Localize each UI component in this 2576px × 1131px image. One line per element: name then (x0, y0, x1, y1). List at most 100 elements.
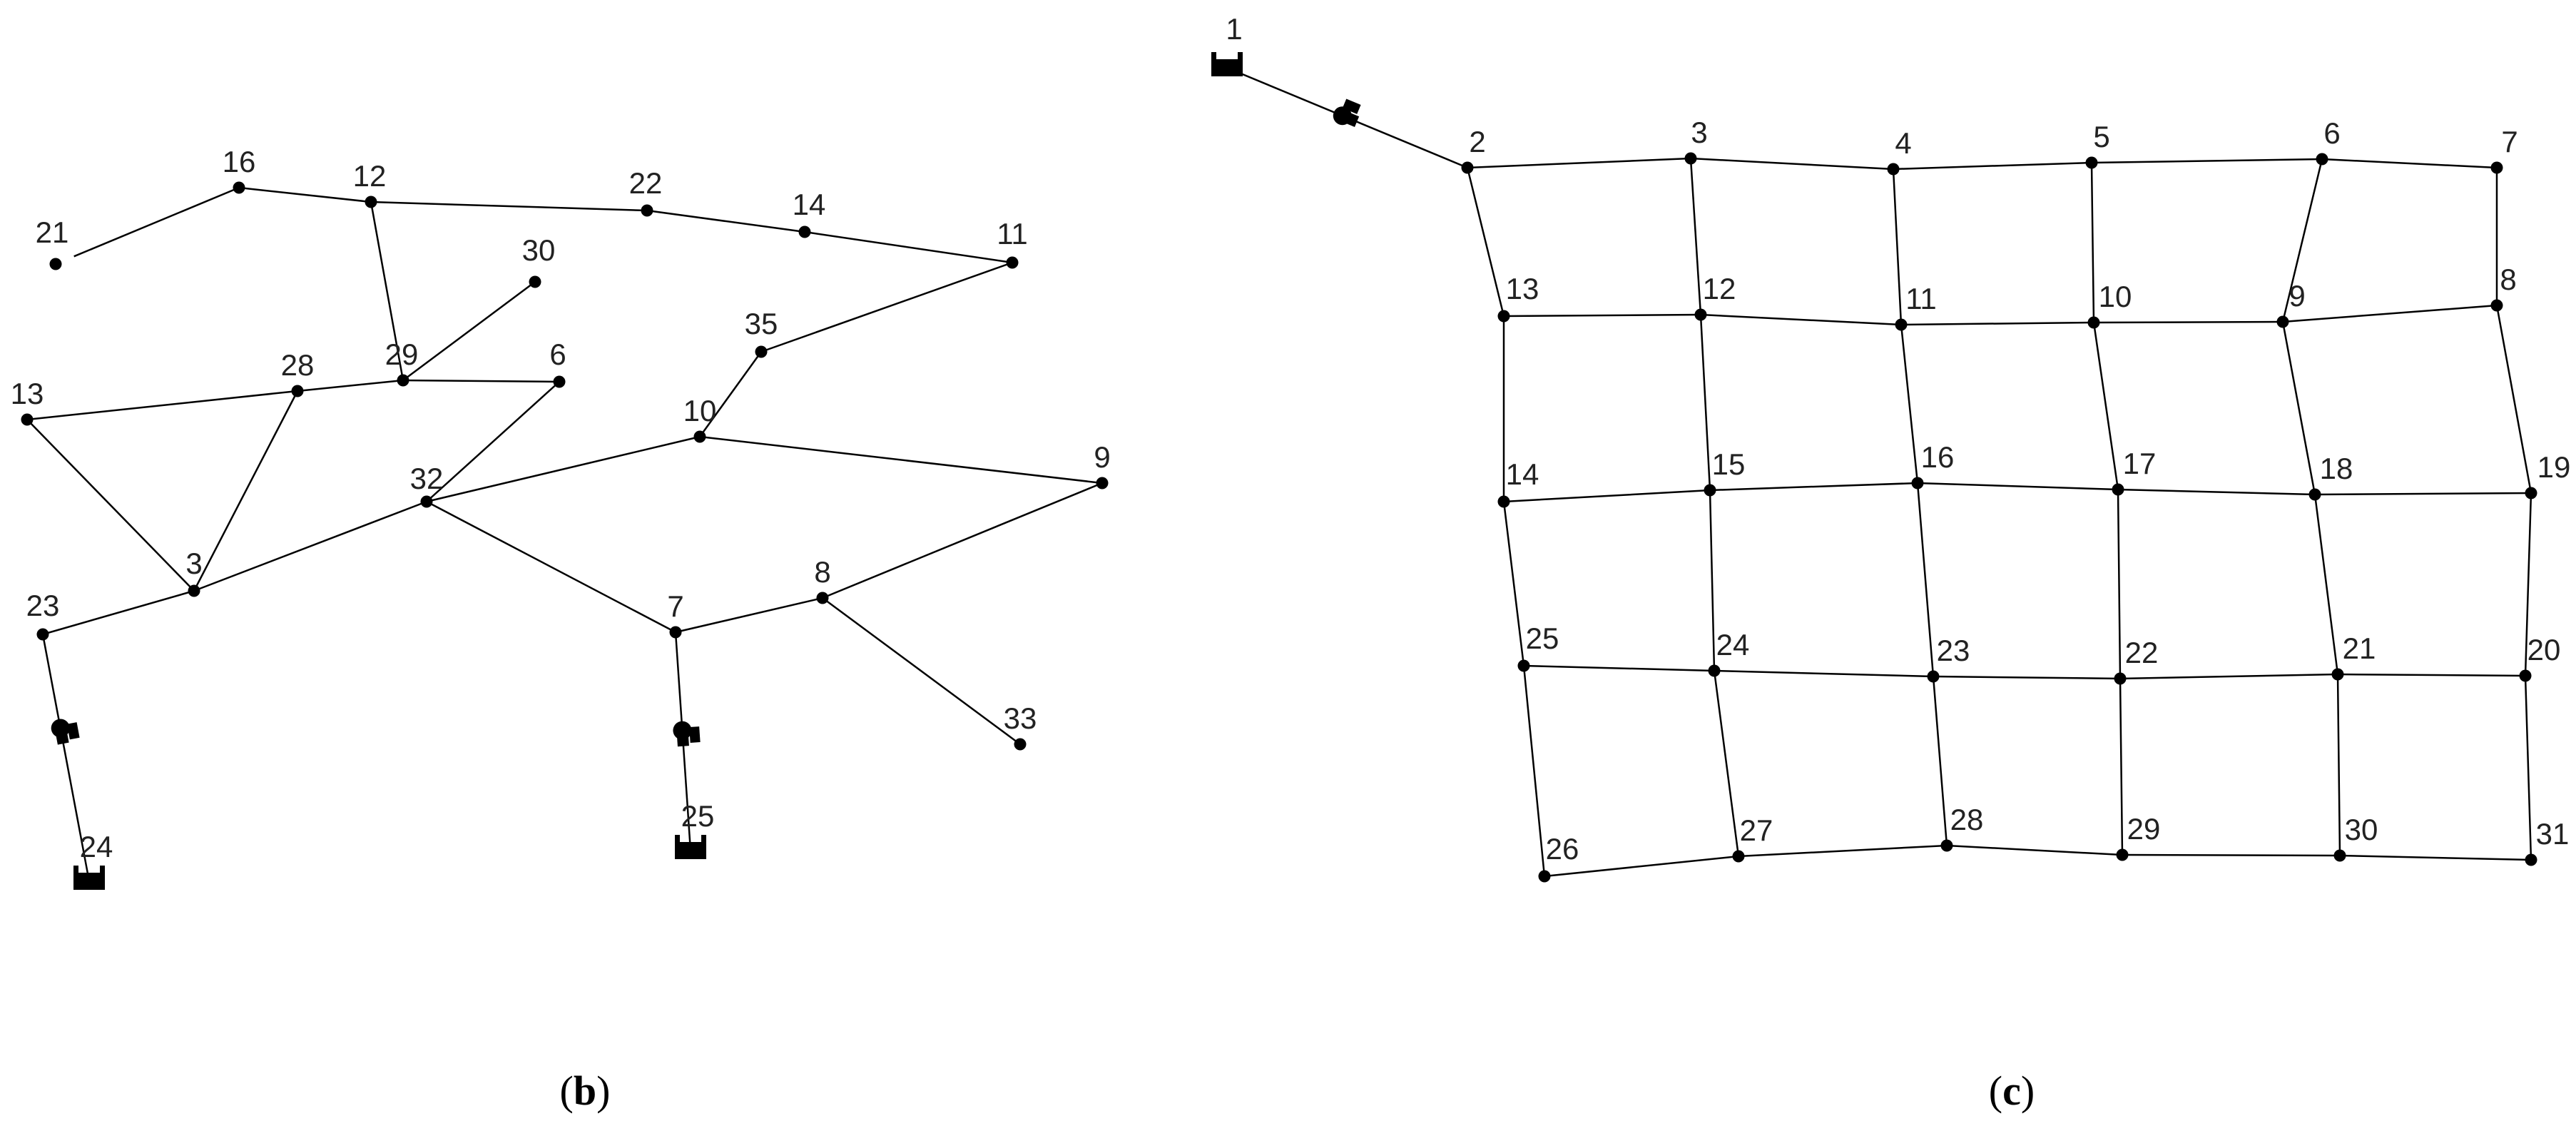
junction-node-20 (2519, 669, 2532, 682)
node-label-11: 11 (1905, 282, 1937, 315)
node-label-35: 35 (745, 307, 778, 340)
pipe-13-3 (26, 419, 195, 592)
node-label-3: 3 (1691, 116, 1707, 149)
pipe-32-10 (426, 435, 701, 503)
pipe-12-15 (1699, 314, 1711, 491)
node-label-4: 4 (1895, 126, 1911, 160)
junction-node-13 (1497, 310, 1510, 323)
node-label-18: 18 (2320, 452, 2353, 485)
node-label-8: 8 (814, 555, 830, 589)
pipe-12-29 (370, 201, 404, 381)
junction-node-6 (553, 375, 566, 388)
panel-c-pipes (1226, 66, 2532, 878)
junction-node-7 (669, 626, 682, 639)
node-label-19: 19 (2537, 450, 2571, 484)
pipe-21-16 (73, 186, 240, 258)
pipe-8-33 (822, 597, 1021, 746)
pipe-10-9 (2093, 320, 2284, 324)
node-label-23: 23 (26, 589, 60, 622)
pipe-15-24 (1709, 490, 1716, 671)
node-label-22: 22 (2125, 636, 2159, 669)
pipe-16-23 (1916, 482, 1935, 677)
pipe-16-12 (238, 186, 372, 203)
node-label-29: 29 (385, 338, 419, 371)
node-label-16: 16 (223, 145, 256, 178)
node-label-32: 32 (410, 462, 444, 495)
node-label-29: 29 (2127, 812, 2161, 846)
pipe-23-3 (42, 589, 195, 636)
pipe-12-11 (1700, 313, 1902, 326)
pipe-17-22 (2117, 489, 2122, 679)
node-label-22: 22 (629, 166, 663, 200)
pipe-25-26 (1522, 665, 1546, 877)
pipe-5-6 (2091, 158, 2323, 164)
pipe-23-22 (1933, 675, 2121, 680)
pipe-32-7 (426, 500, 676, 634)
junction-node-32 (420, 495, 433, 508)
node-label-10: 10 (2099, 280, 2132, 313)
pipe-26-27 (1544, 855, 1739, 878)
node-label-30: 30 (2345, 813, 2378, 846)
pipe-20-31 (2524, 675, 2532, 861)
junction-node-13 (21, 413, 34, 426)
pipe-19-20 (2524, 492, 2532, 676)
pipe-29-30 (402, 280, 536, 382)
node-label-33: 33 (1004, 701, 1037, 735)
node-label-8: 8 (2500, 263, 2516, 296)
node-label-25: 25 (1526, 622, 1559, 655)
pipe-10-17 (2092, 322, 2119, 490)
node-label-24: 24 (80, 830, 113, 863)
junction-node-9 (1096, 477, 1109, 490)
junction-node-33 (1014, 738, 1027, 751)
pipe-3-12 (1689, 158, 1702, 315)
junction-node-3 (188, 584, 200, 597)
node-label-21: 21 (2343, 632, 2376, 665)
junction-node-29 (2116, 848, 2129, 861)
pipe-28-3 (193, 390, 299, 592)
pipe-27-28 (1738, 844, 1948, 858)
pipe-29-6 (402, 379, 560, 383)
pipe-5-10 (2090, 162, 2095, 323)
pipe-29-30 (2122, 853, 2341, 857)
node-label-28: 28 (281, 348, 315, 382)
pipe-14-15 (1503, 489, 1711, 503)
pipe-22-14 (646, 209, 805, 233)
junction-node-12 (365, 196, 377, 208)
pipe-17-18 (2117, 488, 2316, 496)
junction-node-4 (1887, 163, 1900, 176)
panel-b-pipes (26, 186, 1103, 882)
pipe-16-17 (1917, 482, 2119, 491)
node-label-15: 15 (1712, 447, 1746, 481)
junction-node-14 (798, 225, 811, 238)
junction-node-10 (693, 430, 706, 443)
node-label-14: 14 (793, 188, 826, 221)
pipe-15-16 (1709, 482, 1918, 492)
pipe-12-22 (370, 201, 648, 212)
pipe-21-20 (2337, 673, 2526, 677)
junction-node-35 (755, 345, 768, 358)
pump-icon (51, 719, 80, 745)
junction-node-7 (2490, 161, 2503, 174)
junction-node-23 (36, 628, 49, 641)
node-label-31: 31 (2536, 817, 2570, 851)
pipe-24-27 (1713, 670, 1740, 857)
node-label-6: 6 (549, 338, 566, 371)
panel-b-junctions (21, 181, 1109, 890)
pipe-13-28 (26, 390, 298, 421)
pipe-6-7 (2321, 158, 2498, 169)
junction-node-18 (2308, 488, 2321, 501)
pipe-8-9 (822, 482, 1103, 599)
pipe-3-32 (193, 500, 427, 592)
node-label-17: 17 (2123, 447, 2157, 480)
junction-node-16 (233, 181, 245, 194)
pipe-24-23 (1714, 669, 1934, 678)
pipe-22-29 (2119, 678, 2124, 856)
pipe-4-5 (1893, 161, 2092, 171)
node-label-12: 12 (353, 159, 387, 193)
node-label-23: 23 (1937, 634, 1970, 667)
pipe-18-21 (2313, 494, 2339, 675)
node-label-7: 7 (2501, 125, 2518, 158)
junction-node-27 (1732, 850, 1745, 863)
